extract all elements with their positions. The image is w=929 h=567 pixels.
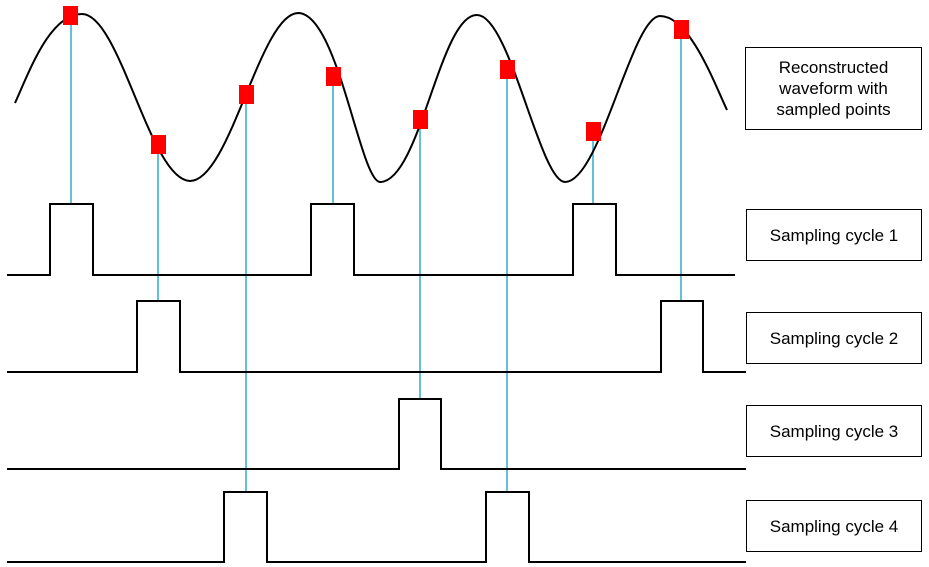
sample-marker	[63, 6, 78, 25]
sample-marker	[151, 135, 166, 154]
sampling-cycle-3-label-box: Sampling cycle 3	[746, 405, 922, 457]
sample-marker	[674, 20, 689, 39]
sampling-cycle-4-label-box: Sampling cycle 4	[746, 500, 922, 552]
sampling-cycle-1-label-box: Sampling cycle 1	[746, 209, 922, 261]
sampling-pulse-train-2	[7, 300, 746, 373]
sample-marker	[413, 110, 428, 129]
sample-marker	[500, 60, 515, 79]
connector-lines	[70, 16, 682, 492]
sampling-cycle-4-label: Sampling cycle 4	[769, 516, 899, 536]
sample-marker	[239, 85, 254, 104]
sampling-cycle-3-label: Sampling cycle 3	[769, 421, 899, 441]
sampling-pulse-train-3	[7, 398, 746, 470]
waveform-label-box: Reconstructed waveform with sampled poin…	[745, 47, 922, 130]
sample-marker	[326, 67, 341, 86]
reconstructed-waveform	[14, 11, 728, 184]
sample-markers	[63, 6, 689, 154]
waveform-label: Reconstructed waveform with sampled poin…	[776, 58, 891, 119]
sampling-pulse-train-4	[7, 491, 746, 563]
sampling-pulse-train-1	[7, 203, 735, 276]
sample-marker	[586, 122, 601, 141]
sampling-cycle-2-label-box: Sampling cycle 2	[746, 312, 922, 364]
sampling-cycle-1-label: Sampling cycle 1	[769, 225, 899, 245]
sampling-cycle-2-label: Sampling cycle 2	[769, 328, 899, 348]
